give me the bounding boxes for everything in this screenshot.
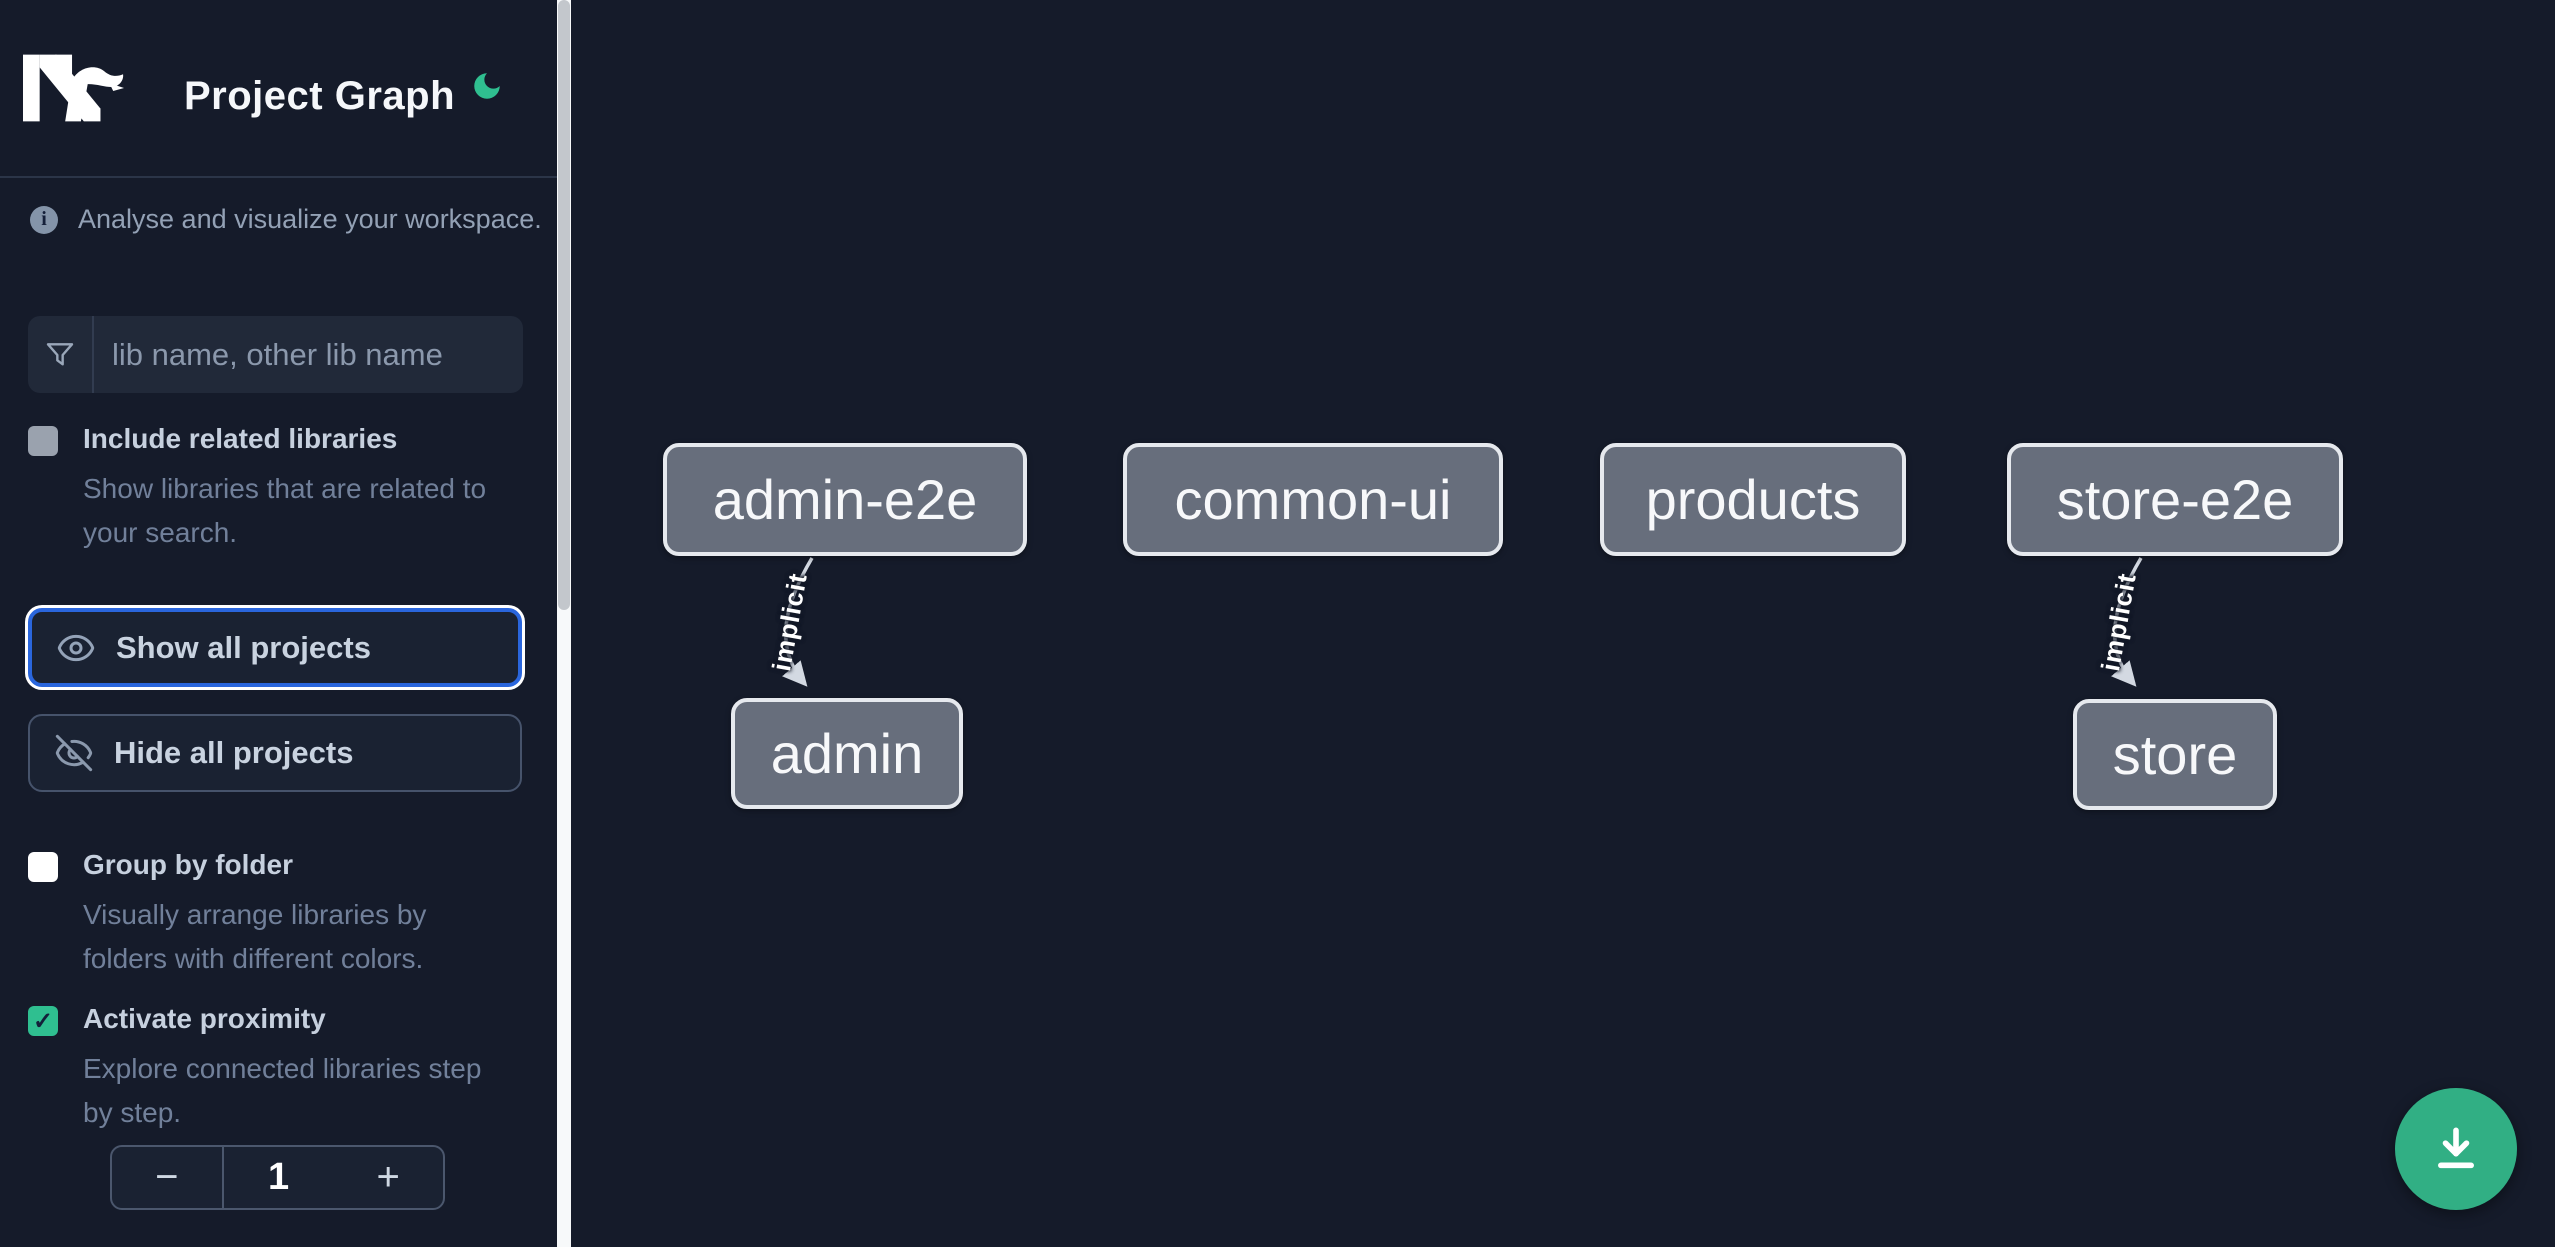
download-icon xyxy=(2438,1127,2474,1169)
funnel-icon xyxy=(28,316,94,393)
moon-icon xyxy=(474,72,500,99)
edge-label-store-e2e-to-store: implicit xyxy=(2095,570,2142,674)
header-divider xyxy=(0,176,557,178)
proximity-depth-value: 1 xyxy=(221,1147,334,1208)
group-by-folder-description: Visually arrange libraries by folders wi… xyxy=(83,899,427,974)
checkmark-icon: ✓ xyxy=(32,1007,54,1035)
group-by-folder-checkbox[interactable] xyxy=(28,852,58,882)
filter-search-box xyxy=(28,316,523,393)
graph-node-store-e2e[interactable]: store-e2e xyxy=(2007,443,2343,556)
search-input[interactable] xyxy=(94,316,523,393)
option-group-by-folder: Group by folder Visually arrange librari… xyxy=(28,848,508,981)
graph-node-store[interactable]: store xyxy=(2073,699,2277,810)
graph-node-products[interactable]: products xyxy=(1600,443,1906,556)
show-all-projects-label: Show all projects xyxy=(116,629,371,665)
sidebar-scrollbar-thumb[interactable] xyxy=(558,0,570,610)
sidebar: Project Graph i Analyse and visualize yo… xyxy=(0,0,557,1247)
group-by-folder-label: Group by folder xyxy=(83,849,293,880)
activate-proximity-checkbox[interactable]: ✓ xyxy=(28,1006,58,1036)
download-image-button[interactable] xyxy=(2395,1088,2517,1210)
graph-node-admin[interactable]: admin xyxy=(731,698,963,809)
graph-node-common-ui[interactable]: common-ui xyxy=(1123,443,1503,556)
option-activate-proximity: ✓ Activate proximity Explore connected l… xyxy=(28,1002,508,1135)
show-all-projects-button[interactable]: Show all projects xyxy=(28,608,522,687)
include-related-description: Show libraries that are related to your … xyxy=(83,473,487,548)
info-text: Analyse and visualize your workspace. xyxy=(78,204,542,234)
graph-node-admin-e2e[interactable]: admin-e2e xyxy=(663,443,1027,556)
info-row: i Analyse and visualize your workspace. xyxy=(30,204,542,235)
proximity-decrement-button[interactable]: − xyxy=(112,1147,222,1208)
eye-icon xyxy=(56,628,96,668)
include-related-label: Include related libraries xyxy=(83,423,398,454)
activate-proximity-label: Activate proximity xyxy=(83,1003,326,1034)
page-title: Project Graph xyxy=(184,74,456,118)
option-include-related: Include related libraries Show libraries… xyxy=(28,422,508,555)
info-icon: i xyxy=(30,205,58,234)
hide-all-projects-label: Hide all projects xyxy=(114,735,354,770)
edge-admin-e2e-to-admin xyxy=(782,557,814,687)
sidebar-scrollbar-track[interactable] xyxy=(557,0,571,1247)
nx-logo xyxy=(23,54,125,122)
edge-store-e2e-to-store xyxy=(2111,557,2143,687)
edge-label-admin-e2e-to-admin: implicit xyxy=(766,570,813,674)
hide-all-projects-button[interactable]: Hide all projects xyxy=(28,714,522,792)
proximity-depth-stepper: − 1 + xyxy=(110,1145,445,1210)
include-related-checkbox[interactable] xyxy=(28,426,58,456)
theme-toggle-button[interactable] xyxy=(462,62,512,112)
activate-proximity-description: Explore connected libraries step by step… xyxy=(83,1053,482,1128)
eye-off-icon xyxy=(54,733,94,773)
proximity-increment-button[interactable]: + xyxy=(333,1147,443,1208)
